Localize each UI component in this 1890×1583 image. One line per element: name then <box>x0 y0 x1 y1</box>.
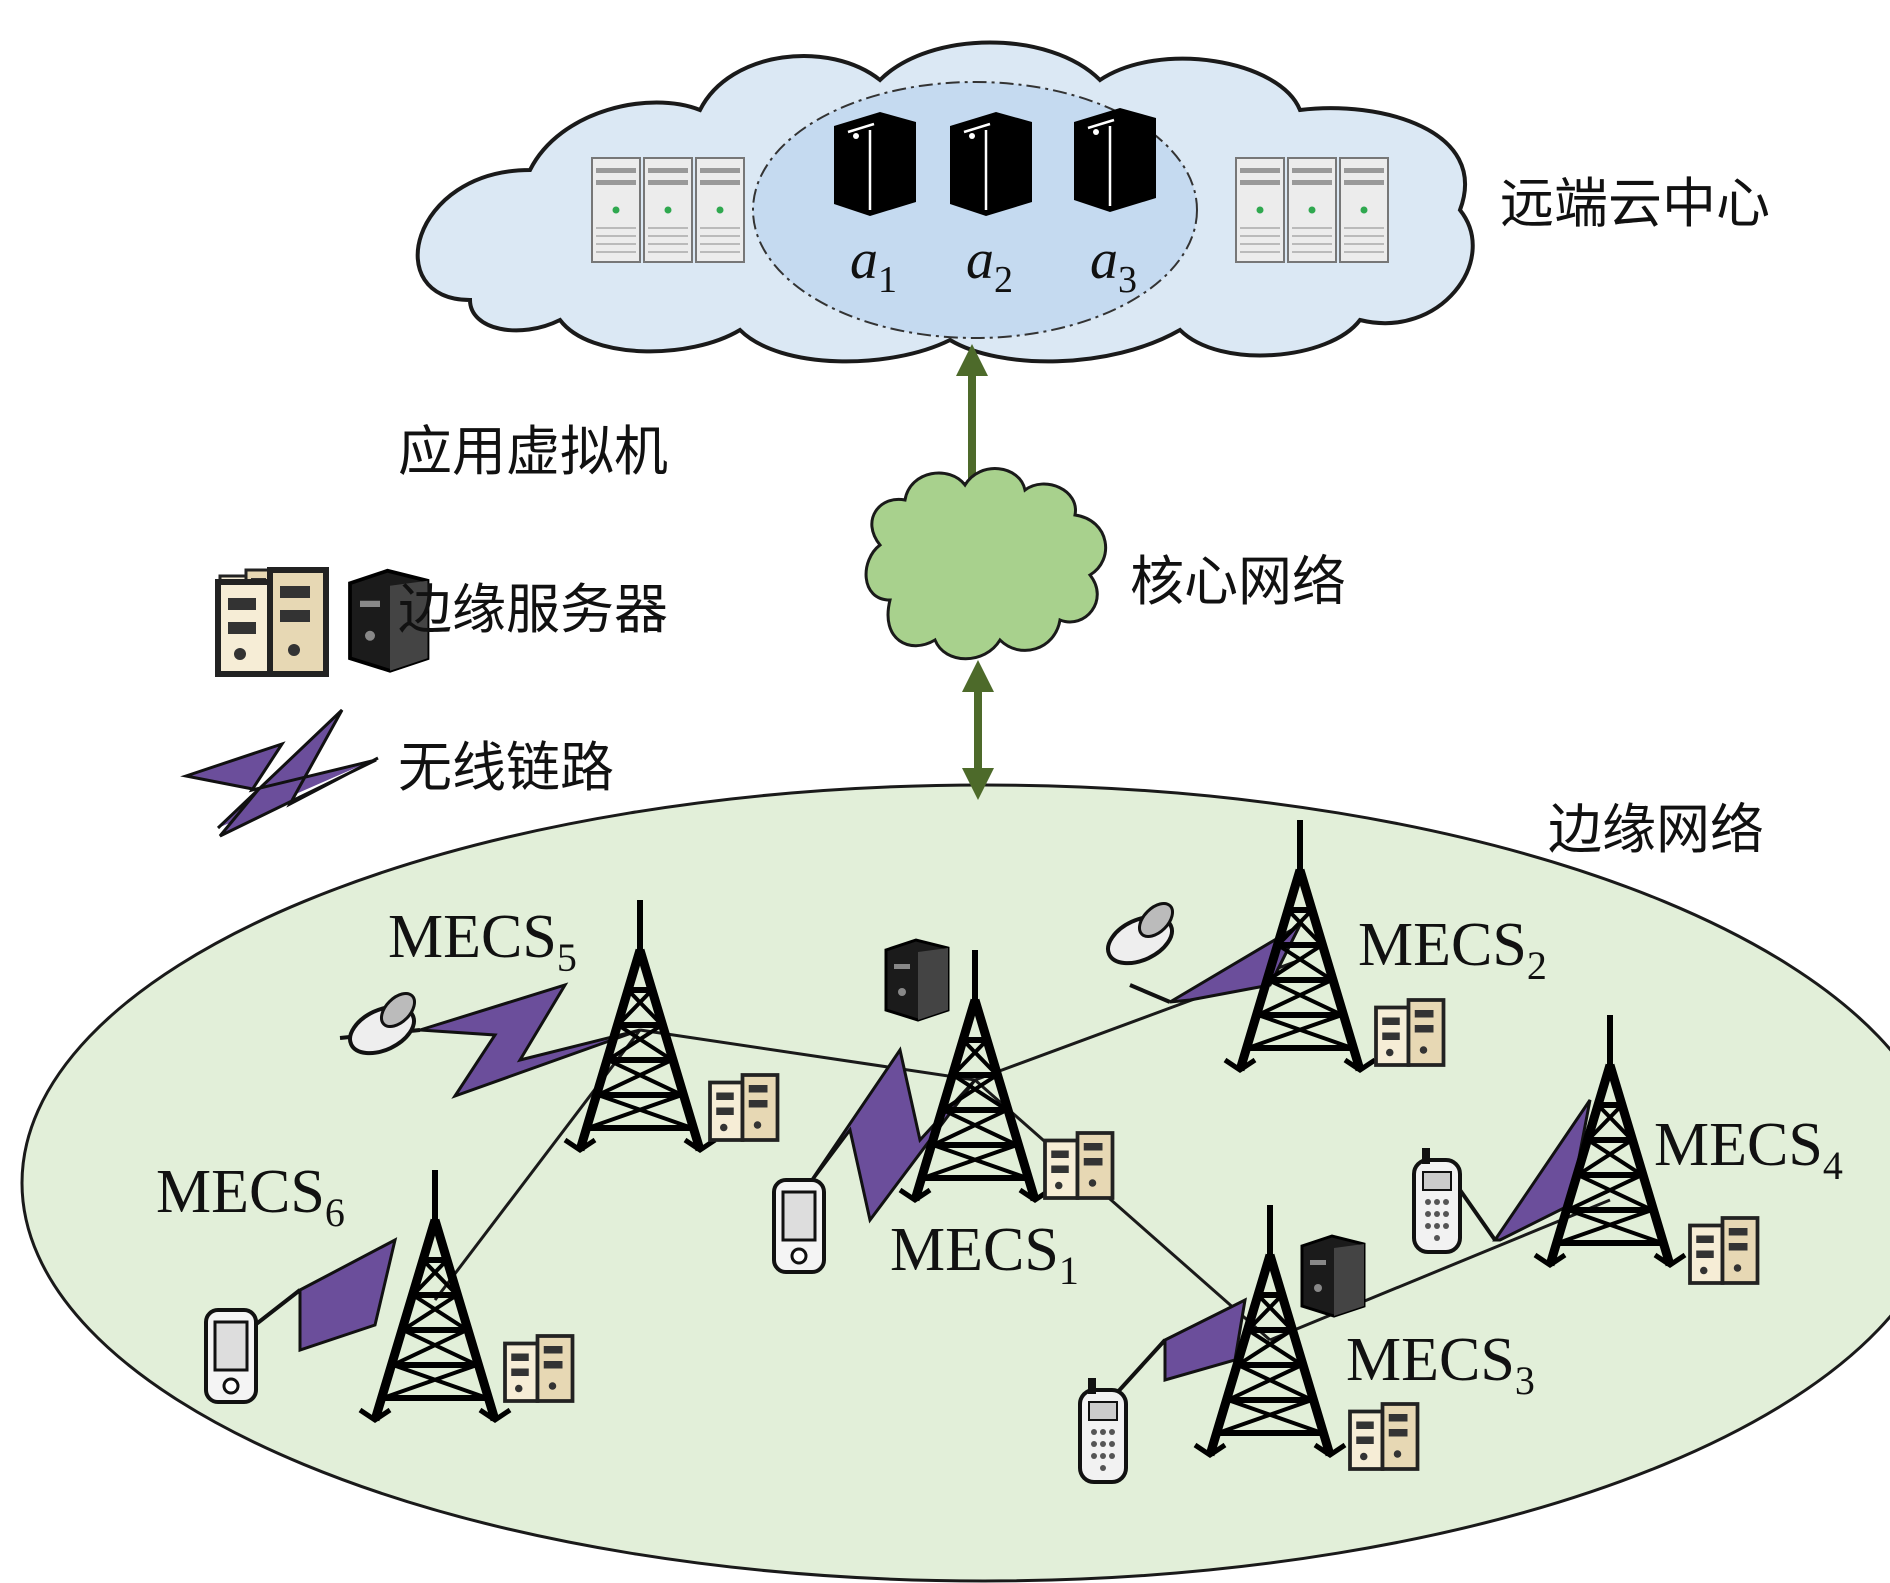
rack-server-icon <box>591 157 641 263</box>
legend-label-wireless: 无线链路 <box>398 736 614 799</box>
edge-server-icon <box>1688 1216 1760 1285</box>
core-network-shape <box>864 467 1107 661</box>
legend-label-vm: 应用虚拟机 <box>398 420 668 483</box>
wireless-link-icon <box>180 708 379 838</box>
vm-label-a3: a3 <box>1090 229 1137 301</box>
station-label-6: MECS6 <box>156 1158 345 1235</box>
station-label-5: MECS5 <box>388 903 577 980</box>
remote-cloud-label: 远端云中心 <box>1500 172 1770 235</box>
station-label-1: MECS1 <box>890 1216 1079 1293</box>
edge-network-label: 边缘网络 <box>1548 798 1764 861</box>
legend-label-edge-server: 边缘服务器 <box>398 578 668 641</box>
edge-server-icon <box>503 1334 575 1403</box>
vm-icon <box>884 938 950 1022</box>
core-network-label: 核心网络 <box>1130 550 1346 613</box>
station-label-4: MECS4 <box>1654 1111 1843 1188</box>
pda-phone-icon <box>772 1178 826 1274</box>
rack-server-icon <box>1339 157 1389 263</box>
edge-server-icon <box>218 570 326 674</box>
edge-server-icon <box>708 1073 780 1142</box>
rack-server-icon <box>643 157 693 263</box>
vm-icon <box>948 110 1034 218</box>
keypad-phone-icon <box>1078 1376 1128 1484</box>
edge-server-icon <box>1348 1402 1420 1471</box>
pda-phone-icon <box>204 1308 258 1404</box>
vm-icon <box>1300 1234 1366 1318</box>
vm-label-a2: a2 <box>966 229 1013 301</box>
station-label-3: MECS3 <box>1346 1326 1535 1403</box>
vm-label-a1: a1 <box>850 229 897 301</box>
edge-server-icon <box>1374 998 1446 1067</box>
keypad-phone-icon <box>1412 1146 1462 1254</box>
rack-server-icon <box>1235 157 1285 263</box>
rack-server-icon <box>695 157 745 263</box>
rack-server-icon <box>1287 157 1337 263</box>
station-label-2: MECS2 <box>1358 911 1547 988</box>
vm-icon <box>1072 106 1158 214</box>
vm-icon <box>832 110 918 218</box>
edge-server-icon <box>1043 1131 1115 1200</box>
